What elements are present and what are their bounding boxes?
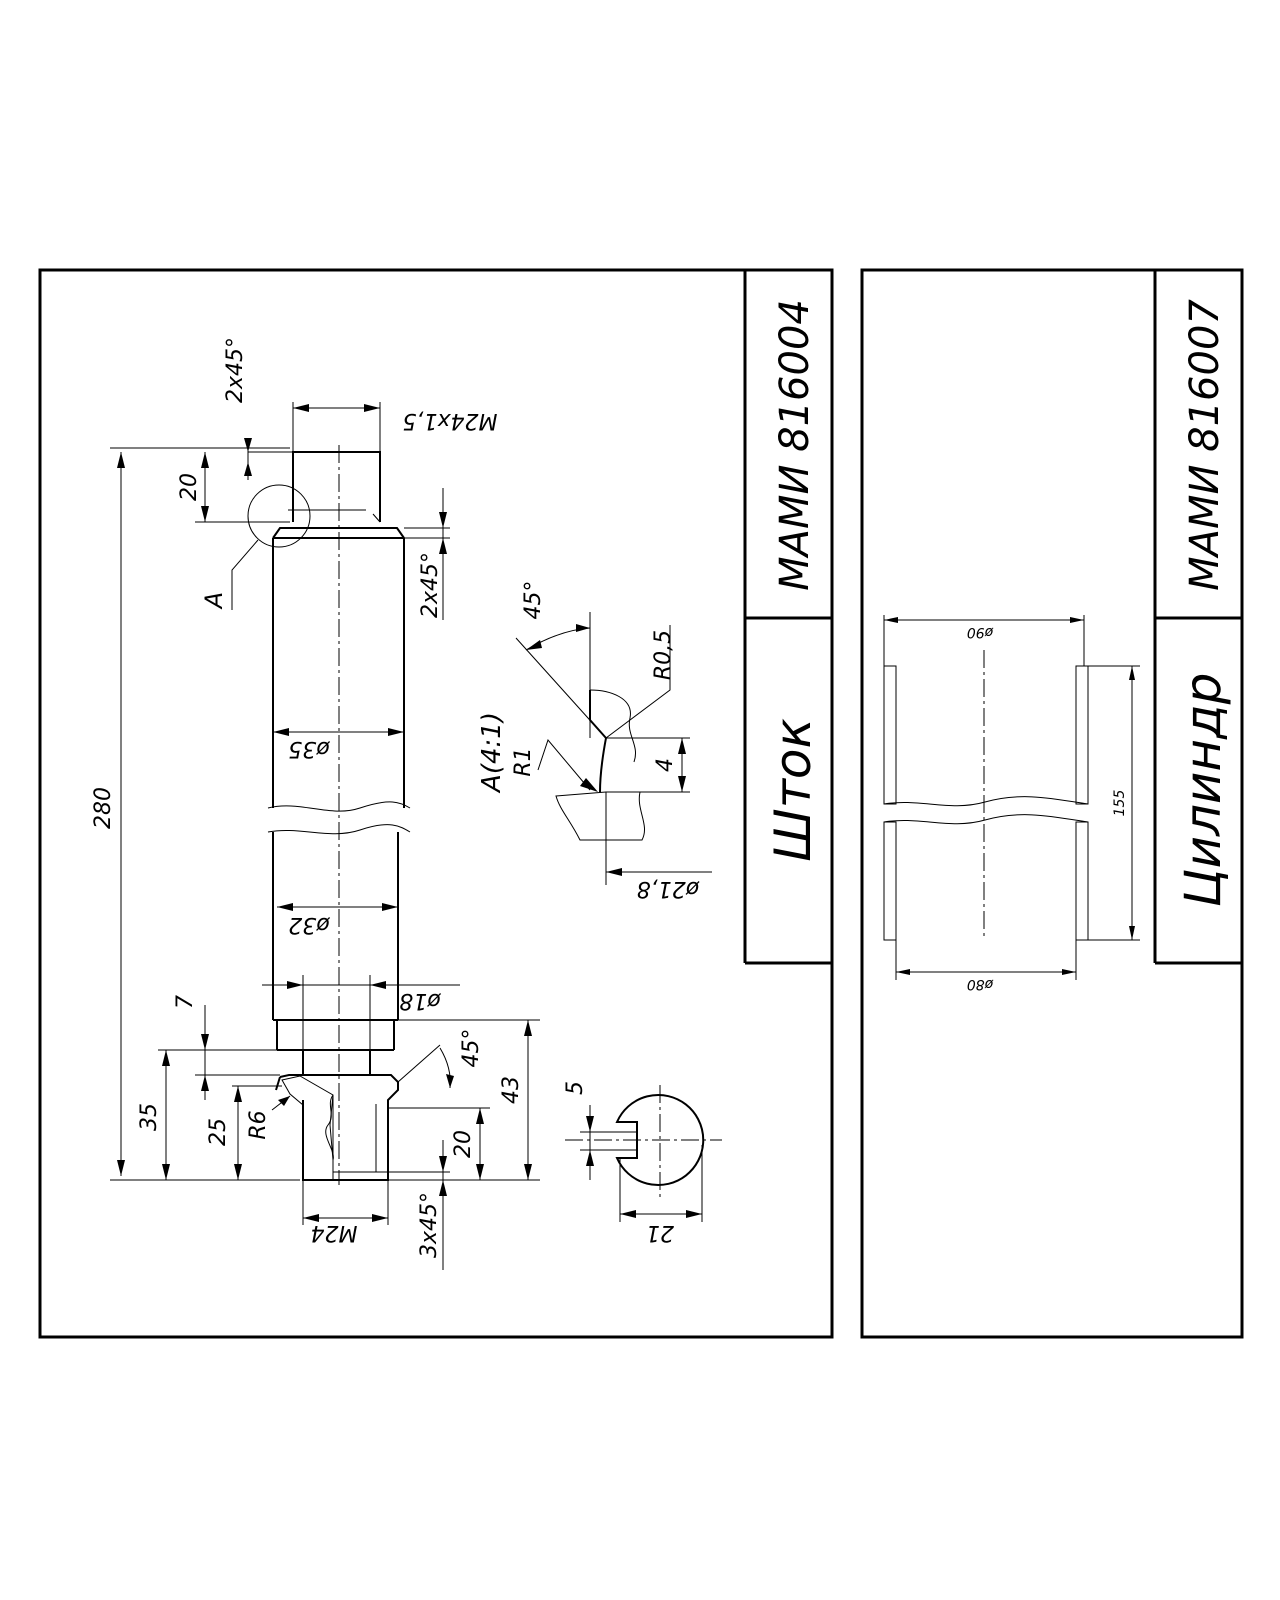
- dim-diameter-main: ø35: [288, 736, 330, 761]
- detail-a-view: A(4:1) 45° R0,5 R1 4: [477, 581, 712, 901]
- dim-diameter-neck: ø18: [399, 988, 441, 1013]
- part-name-cylinder: Цилиндр: [1174, 673, 1232, 908]
- dim-diameter-lower: ø32: [288, 912, 330, 937]
- frame-cylinder: [860, 268, 1244, 1339]
- dim-slot-width: 5: [563, 1081, 588, 1095]
- drawing-code-cylinder: МАМИ 816007: [1182, 299, 1228, 591]
- section-hatch-rod: [281, 1075, 334, 1181]
- dim-shoulder-chamfer: 2x45°: [418, 552, 443, 618]
- dim-step-7: 7: [173, 995, 198, 1009]
- cylinder-wall-right-bottom: [1075, 821, 1089, 941]
- dim-thread-bottom: M24: [311, 1220, 358, 1245]
- dim-cylinder-diameter-top: ø90: [967, 624, 994, 640]
- cylinder-dimensions: ø90 ø80 155: [883, 615, 1140, 992]
- rod-cross-section: 5 21: [563, 1081, 722, 1245]
- detail-angle: 45°: [521, 581, 546, 620]
- detail-radius-r1: R1: [511, 747, 536, 776]
- dim-top-chamfer: 2x45°: [223, 337, 248, 403]
- dim-angle-45: 45°: [459, 1029, 484, 1068]
- dim-radius-r6: R6: [246, 1110, 271, 1139]
- cylinder-wall-right-top: [1075, 665, 1089, 805]
- detail-diameter: ø21,8: [637, 876, 700, 901]
- dim-thread-length: 20: [177, 473, 202, 501]
- detail-title: A(4:1): [477, 712, 507, 794]
- sheet-cylinder: МАМИ 816007 Цилиндр ø90: [860, 268, 1244, 1339]
- dim-length-43: 43: [499, 1076, 524, 1104]
- dim-cylinder-length: 155: [1112, 790, 1128, 817]
- detail-depth: 4: [653, 758, 678, 772]
- drawing-code-rod: МАМИ 816004: [772, 299, 818, 591]
- dim-thread-top: M24x1,5: [403, 408, 498, 433]
- rod-dimensions: 280 2x45° M24x1,5 20 A: [91, 337, 540, 1270]
- detail-radius-small: R0,5: [651, 630, 676, 680]
- dim-flat-21: 21: [646, 1220, 674, 1245]
- cylinder-wall-left-bottom: [883, 821, 897, 941]
- dim-overall-length: 280: [91, 787, 116, 829]
- dim-length-35: 35: [137, 1103, 162, 1131]
- cylinder-wall-left-top: [883, 665, 897, 805]
- detail-label-a: A: [200, 592, 228, 610]
- title-block-cylinder: МАМИ 816007 Цилиндр: [1153, 270, 1242, 965]
- dim-length-25: 25: [206, 1118, 231, 1146]
- rod-outline: [247, 445, 411, 1185]
- dim-cylinder-diameter-bottom: ø80: [967, 976, 994, 992]
- dim-length-20-bottom: 20: [451, 1130, 476, 1158]
- detail-circle-a: [247, 484, 311, 548]
- title-block-rod: МАМИ 816004 Шток: [743, 270, 832, 965]
- sheet-rod: МАМИ 816004 Шток: [38, 268, 834, 1339]
- dim-bottom-chamfer: 3x45°: [417, 1192, 442, 1258]
- cylinder-outline: [883, 650, 1089, 941]
- part-name-rod: Шток: [764, 718, 822, 861]
- frame-rod: [38, 268, 834, 1339]
